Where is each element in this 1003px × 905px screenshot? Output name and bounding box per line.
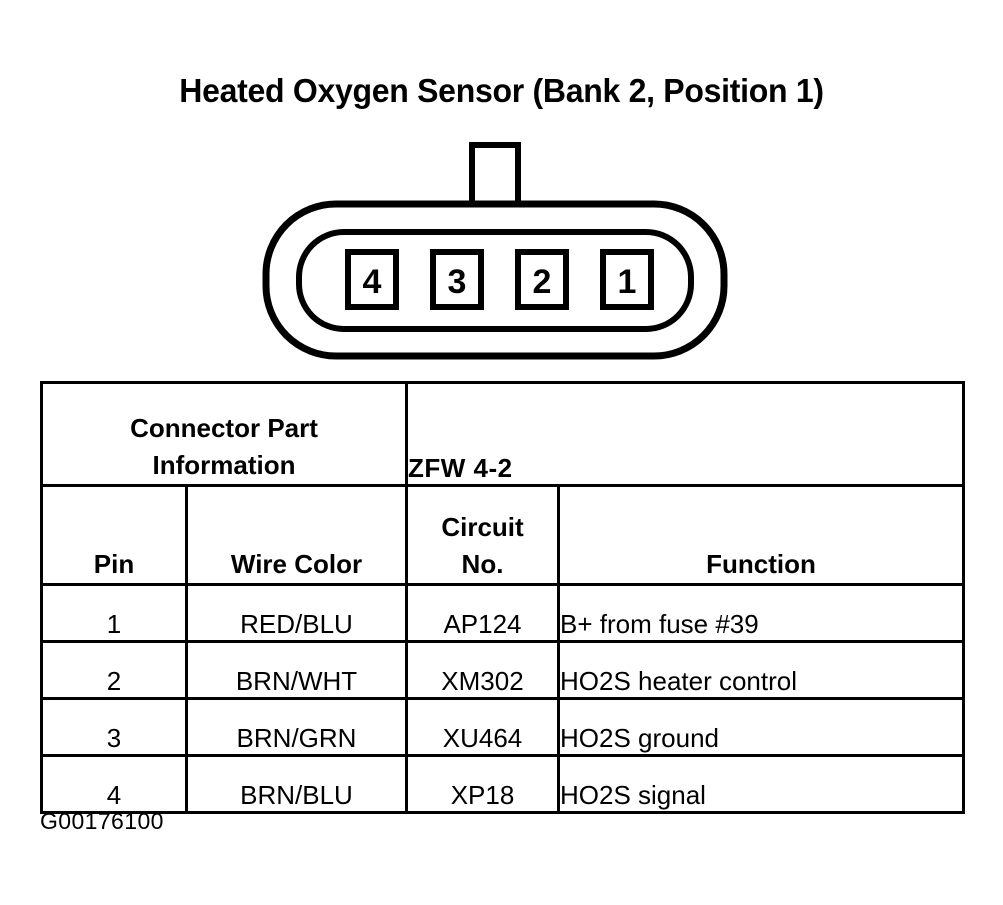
cell-pin: 3: [40, 697, 188, 757]
cell-wire-color: RED/BLU: [185, 583, 408, 643]
column-header-function: Function: [556, 484, 966, 586]
table-row: 3 BRN/GRN XU464 HO2S ground: [40, 697, 966, 757]
cell-wire-color: BRN/BLU: [185, 754, 408, 814]
pin-cavity-4: 4: [345, 249, 399, 310]
part-info-line-2: Information: [152, 450, 296, 481]
connector-part-number: ZFW 4-2: [404, 381, 966, 487]
table-header-row-columns: Pin Wire Color Circuit No. Function: [40, 484, 966, 586]
table-header-row-part-info: Connector Part Information ZFW 4-2: [40, 381, 966, 487]
column-header-pin: Pin: [40, 484, 188, 586]
pin-cavity-3: 3: [430, 249, 484, 310]
cell-circuit-no: XM302: [405, 640, 560, 700]
cell-pin: 4: [40, 754, 188, 814]
table-row: 2 BRN/WHT XM302 HO2S heater control: [40, 640, 966, 700]
cell-function: HO2S ground: [556, 697, 966, 757]
pin-cavity-3-label: 3: [448, 263, 467, 301]
cell-wire-color: BRN/WHT: [185, 640, 408, 700]
connector-diagram: 4 3 2 1: [255, 130, 735, 370]
connector-part-information-label: Connector Part Information: [40, 381, 408, 487]
page-title: Heated Oxygen Sensor (Bank 2, Position 1…: [179, 72, 824, 109]
pin-cavity-4-label: 4: [363, 263, 382, 301]
column-header-wire-color: Wire Color: [185, 484, 408, 586]
cell-pin: 1: [40, 583, 188, 643]
cell-pin: 2: [40, 640, 188, 700]
part-info-line-1: Connector Part: [130, 413, 318, 444]
cell-circuit-no: XP18: [405, 754, 560, 814]
cell-function: HO2S heater control: [556, 640, 966, 700]
table-row: 4 BRN/BLU XP18 HO2S signal: [40, 754, 966, 814]
pin-cavity-2-box: [515, 249, 569, 310]
cell-circuit-no: XU464: [405, 697, 560, 757]
table-row: 1 RED/BLU AP124 B+ from fuse #39: [40, 583, 966, 643]
connector-svg: 4 3 2 1: [262, 142, 728, 360]
pin-cavity-2: 2: [515, 249, 569, 310]
pin-cavity-3-box: [430, 249, 484, 310]
pin-cavity-1-box: [600, 249, 654, 310]
cell-circuit-no: AP124: [405, 583, 560, 643]
locking-tab-icon: [469, 142, 521, 210]
pin-cavity-1: 1: [600, 249, 654, 310]
figure-code: G00176100: [40, 808, 164, 834]
pin-cavity-2-label: 2: [533, 263, 552, 301]
pin-cavity-1-label: 1: [618, 263, 637, 301]
circuit-no-line-2: No.: [461, 549, 504, 580]
cell-function: HO2S signal: [556, 754, 966, 814]
pin-cavity-4-box: [345, 249, 399, 310]
column-header-circuit-no: Circuit No.: [405, 484, 560, 586]
cell-function: B+ from fuse #39: [556, 583, 966, 643]
pinout-table: Connector Part Information ZFW 4-2 Pin W…: [40, 381, 966, 814]
cell-wire-color: BRN/GRN: [185, 697, 408, 757]
circuit-no-line-1: Circuit: [441, 512, 524, 543]
